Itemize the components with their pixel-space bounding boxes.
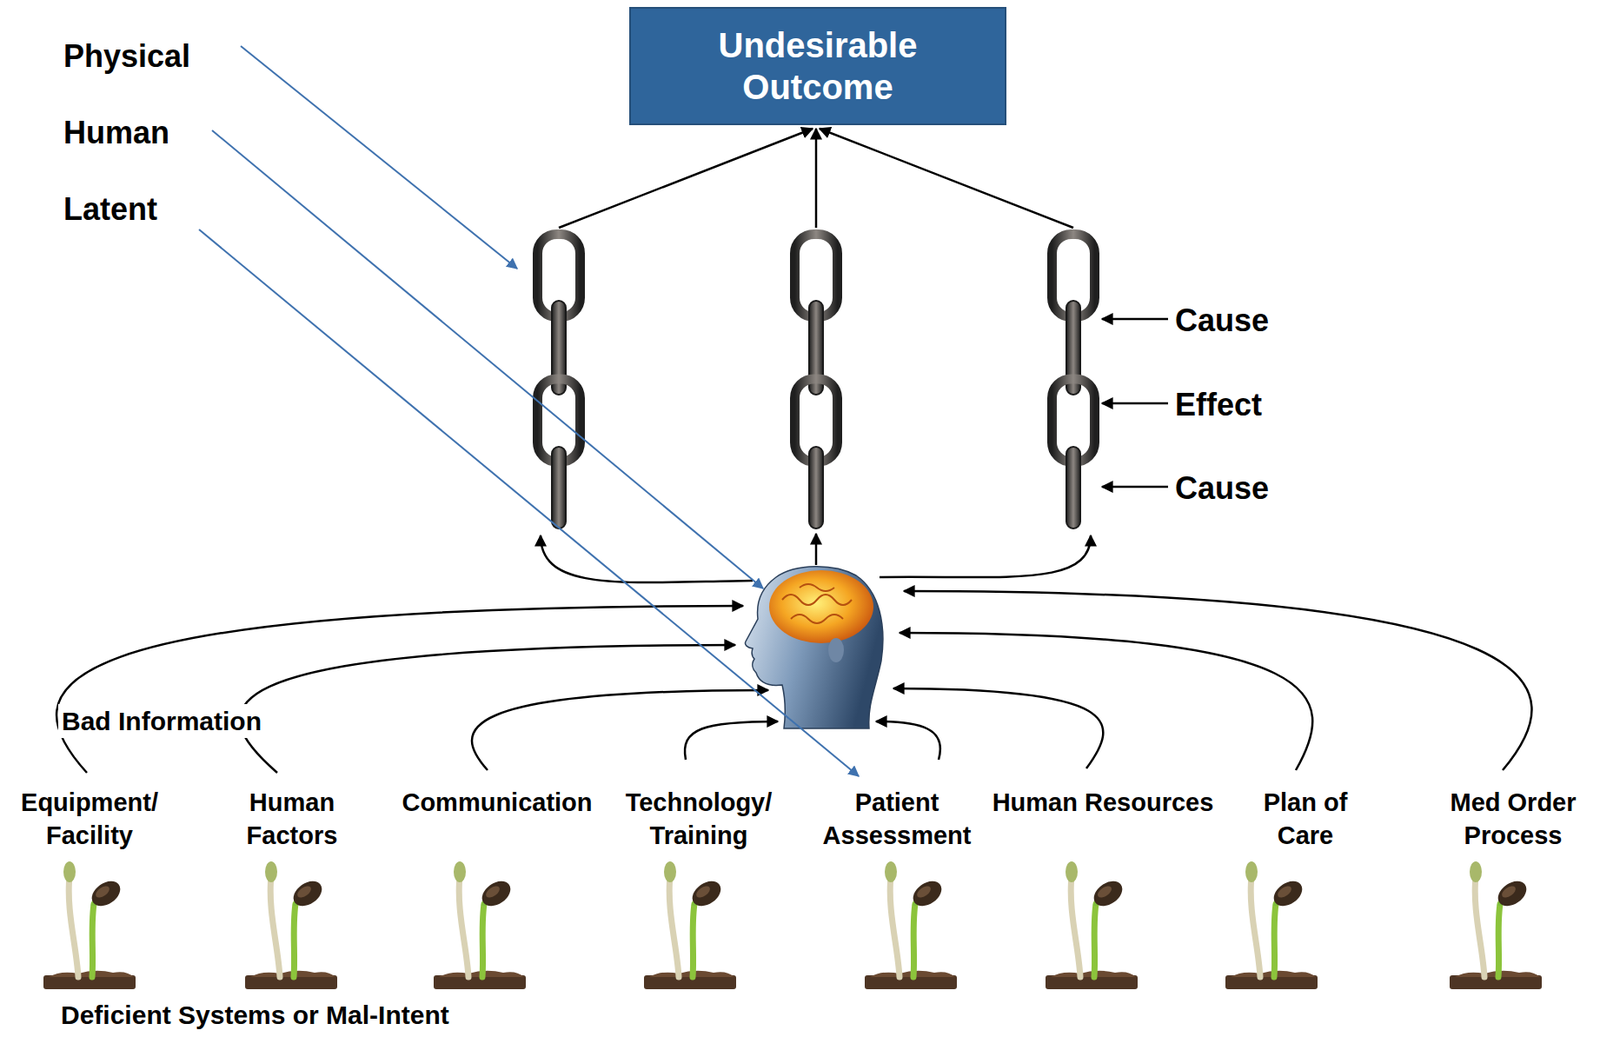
seedling bbox=[864, 861, 957, 990]
callout-label: Human bbox=[63, 112, 170, 154]
seedling bbox=[1225, 861, 1318, 990]
category-label: Human Factors bbox=[238, 786, 347, 852]
chain bbox=[537, 234, 581, 530]
arrow bbox=[903, 590, 1532, 771]
chain-label: Effect bbox=[1175, 385, 1262, 426]
callout-label: Physical bbox=[63, 36, 191, 78]
pointer-arrow bbox=[1102, 318, 1169, 321]
category-label: Patient Assessment bbox=[816, 786, 978, 852]
arrow bbox=[815, 128, 818, 228]
outcome-box: Undesirable Outcome bbox=[629, 6, 1007, 126]
leader-line bbox=[199, 229, 859, 777]
arrow bbox=[899, 632, 1313, 771]
arrow bbox=[558, 128, 813, 228]
arrow bbox=[239, 644, 736, 773]
category-label: Human Resources bbox=[992, 786, 1215, 820]
category-label: Technology/ Training bbox=[616, 786, 782, 852]
arrow bbox=[684, 721, 778, 760]
pointer-arrow bbox=[1102, 402, 1169, 405]
arrow bbox=[540, 535, 753, 583]
seedling bbox=[643, 861, 737, 990]
pointer-arrow bbox=[1102, 485, 1169, 489]
brain bbox=[769, 570, 874, 644]
seedling bbox=[1045, 861, 1138, 990]
callout-label: Latent bbox=[63, 189, 158, 231]
chain bbox=[795, 234, 838, 530]
arrow bbox=[876, 721, 941, 760]
leader-line bbox=[240, 46, 518, 269]
ear bbox=[828, 637, 844, 663]
chain-label: Cause bbox=[1175, 300, 1269, 342]
chain-label: Cause bbox=[1175, 468, 1269, 510]
arrow bbox=[819, 128, 1074, 228]
seedling bbox=[433, 861, 526, 990]
arrow bbox=[56, 605, 744, 773]
brain-folds bbox=[782, 584, 852, 624]
arrow bbox=[471, 690, 769, 771]
arrow bbox=[815, 533, 818, 565]
chain bbox=[1052, 234, 1096, 530]
arrow bbox=[893, 688, 1103, 769]
seedling bbox=[245, 861, 338, 990]
category-label: Med Order Process bbox=[1441, 786, 1586, 852]
category-label: Plan of Care bbox=[1248, 786, 1362, 852]
note-label: Bad Information bbox=[58, 703, 266, 738]
category-label: Communication bbox=[401, 786, 592, 820]
outcome-text: Undesirable Outcome bbox=[683, 24, 953, 108]
seedling bbox=[1449, 861, 1542, 990]
footer-label: Deficient Systems or Mal-Intent bbox=[60, 997, 450, 1032]
leader-line bbox=[212, 130, 764, 589]
category-label: Equipment/ Facility bbox=[13, 786, 166, 852]
head-silhouette bbox=[744, 566, 883, 729]
arrow bbox=[879, 535, 1091, 578]
seedling bbox=[43, 861, 136, 990]
